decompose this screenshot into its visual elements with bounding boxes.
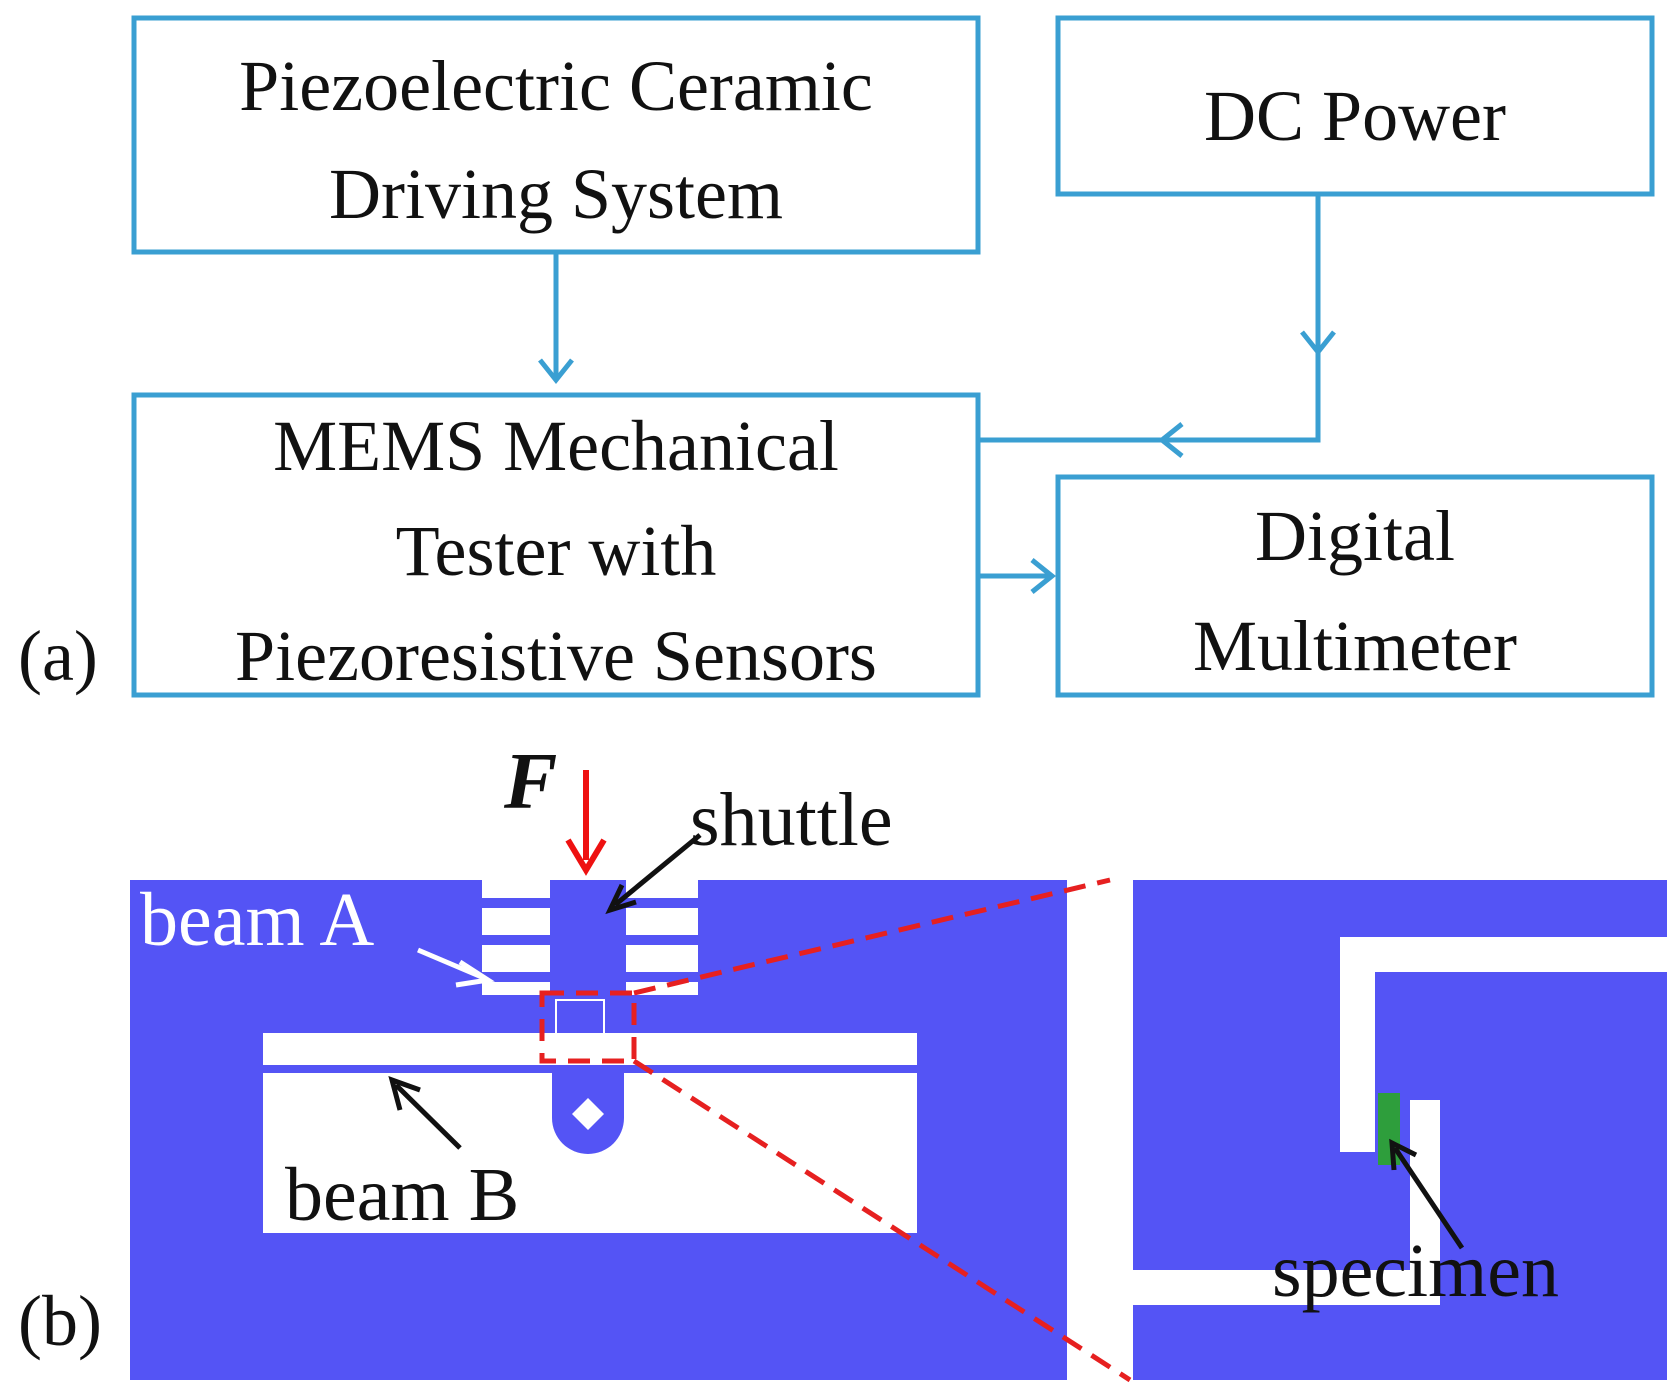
beam-a-left-1 <box>482 898 550 908</box>
specimen-arrow <box>1392 1146 1465 1250</box>
beam-b <box>263 1065 917 1073</box>
gap-top-left <box>482 995 550 1033</box>
zoom-gap-vertical <box>1093 880 1133 1380</box>
box-mems-tester <box>131 392 981 698</box>
shuttle-hole <box>572 1098 604 1130</box>
beam-b-label: beam B <box>285 1153 519 1237</box>
mems-line-3: Piezoresistive Sensors <box>235 616 877 696</box>
beam-b-arrow-head <box>388 1076 421 1111</box>
zoom-line-top <box>633 877 1111 996</box>
beam-a-arrow <box>417 947 485 981</box>
dmm-line-2: Multimeter <box>1193 606 1517 686</box>
panel-a-text: Piezoelectric Ceramic Driving System DC … <box>235 46 1517 696</box>
beam-a-right-3 <box>626 972 698 982</box>
arrow-dc-down-head <box>1300 330 1336 357</box>
arrow-piezo-to-mems-head <box>538 358 574 385</box>
specimen-label: specimen <box>1272 1229 1559 1313</box>
force-label: F <box>503 738 557 826</box>
beam-a-right-1 <box>626 898 698 908</box>
beam-a-arrow-head <box>455 959 495 988</box>
mini-specimen-slot <box>555 999 605 1056</box>
piezo-line-1: Piezoelectric Ceramic <box>239 46 873 126</box>
specimen-arrow-head <box>1389 1138 1418 1171</box>
zoom-box <box>539 990 637 1064</box>
arrow-mems-to-dmm-head <box>1030 558 1057 594</box>
force-arrow-head <box>565 838 607 876</box>
device-zoom <box>1093 880 1667 1380</box>
shuttle-arrow <box>613 833 702 907</box>
shuttle-arrow-head <box>605 883 637 915</box>
arrow-dc-left-head <box>1157 422 1184 458</box>
panel-b-label: (b) <box>18 1281 102 1361</box>
annotation-arrows <box>388 833 1465 1250</box>
dc-power-label: DC Power <box>1204 76 1506 156</box>
zoom-slot-path <box>1340 937 1667 1152</box>
mems-line-1: MEMS Mechanical <box>273 406 839 486</box>
box-digital-multimeter <box>1055 474 1655 698</box>
shuttle-label: shuttle <box>690 778 893 862</box>
zoom-indicator <box>539 877 1132 1383</box>
beam-a-left-2 <box>482 935 550 945</box>
beam-a-right-2 <box>626 935 698 945</box>
beam-b-arrow <box>394 1083 462 1150</box>
zoom-line-bottom <box>632 1058 1132 1383</box>
beam-a-left-3 <box>482 972 550 982</box>
piezo-line-2: Driving System <box>329 154 783 234</box>
zoom-slot-lower <box>1133 1100 1440 1305</box>
panel-a-label: (a) <box>18 616 98 696</box>
mems-line-2: Tester with <box>396 511 717 591</box>
panel-a <box>131 15 1655 698</box>
dmm-line-1: Digital <box>1255 496 1455 576</box>
box-dc-power <box>1055 15 1655 197</box>
line-dc-to-mems <box>978 194 1321 443</box>
beam-a-label: beam A <box>140 878 374 962</box>
